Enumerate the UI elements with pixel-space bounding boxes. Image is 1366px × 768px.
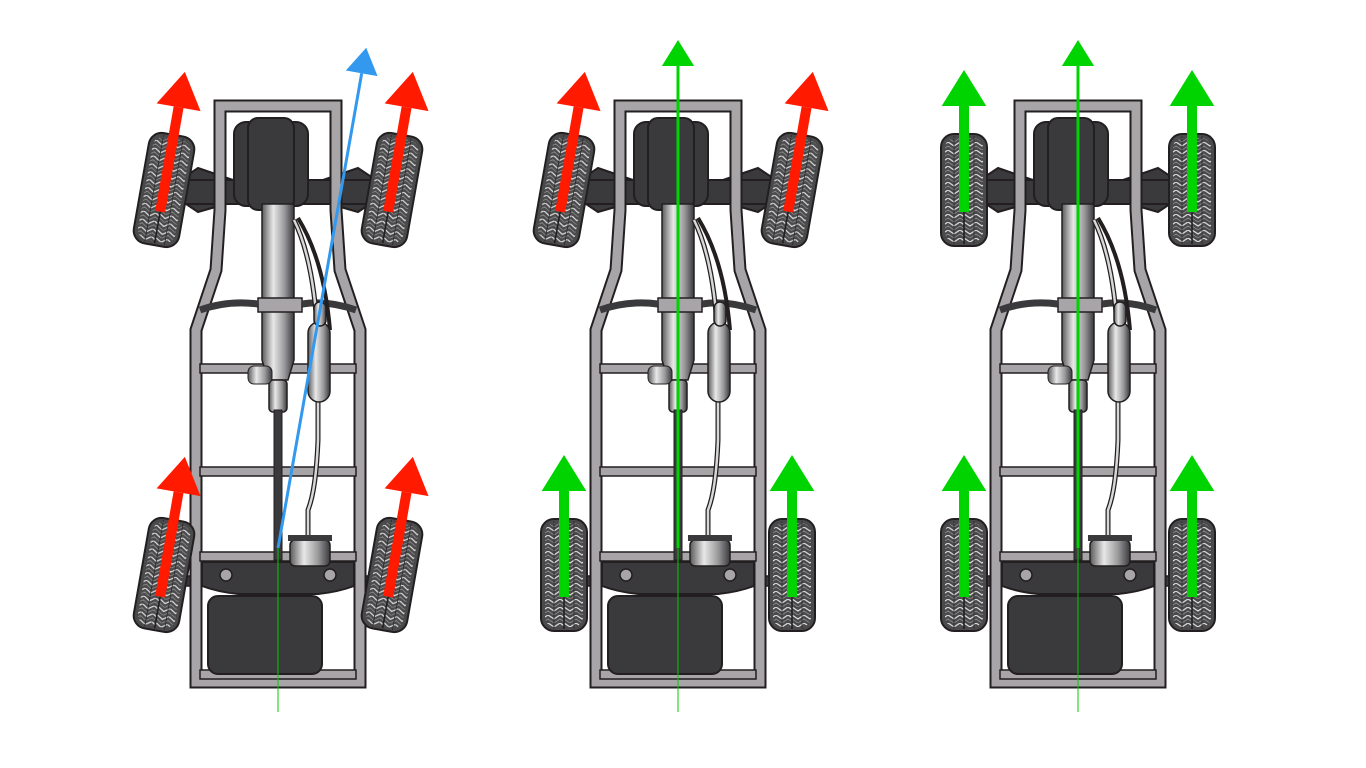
front-right-direction-arrow <box>783 71 829 213</box>
thrust-line-arrow <box>661 40 695 548</box>
rear-right-direction-arrow <box>769 455 815 597</box>
front-left-wheel <box>940 70 988 247</box>
vehicle-panel-thrust-angle-misalignment <box>130 47 429 712</box>
panels-layer <box>130 40 1216 712</box>
rear-right-wheel <box>358 456 429 636</box>
front-left-wheel <box>530 71 601 251</box>
front-right-wheel <box>1168 70 1216 247</box>
vehicle-panel-full-alignment <box>940 40 1216 712</box>
thrust-line-arrow <box>1061 40 1095 548</box>
rear-left-direction-arrow <box>155 456 201 598</box>
rear-left-wheel <box>540 455 588 632</box>
rear-right-direction-arrow <box>1169 455 1215 597</box>
front-left-direction-arrow <box>941 70 987 212</box>
rear-left-wheel <box>130 456 201 636</box>
vehicle-panel-front-only-misalignment <box>530 40 829 712</box>
front-right-direction-arrow <box>1169 70 1215 212</box>
front-left-direction-arrow <box>555 71 601 213</box>
rear-right-wheel <box>768 455 816 632</box>
rear-left-direction-arrow <box>941 455 987 597</box>
front-right-direction-arrow <box>383 71 429 213</box>
front-right-wheel <box>358 71 429 251</box>
rear-right-direction-arrow <box>383 456 429 598</box>
thrust-line-arrow <box>276 47 378 549</box>
rear-right-wheel <box>1168 455 1216 632</box>
front-left-direction-arrow <box>155 71 201 213</box>
rear-left-wheel <box>940 455 988 632</box>
rear-left-direction-arrow <box>541 455 587 597</box>
front-right-wheel <box>758 71 829 251</box>
front-left-wheel <box>130 71 201 251</box>
